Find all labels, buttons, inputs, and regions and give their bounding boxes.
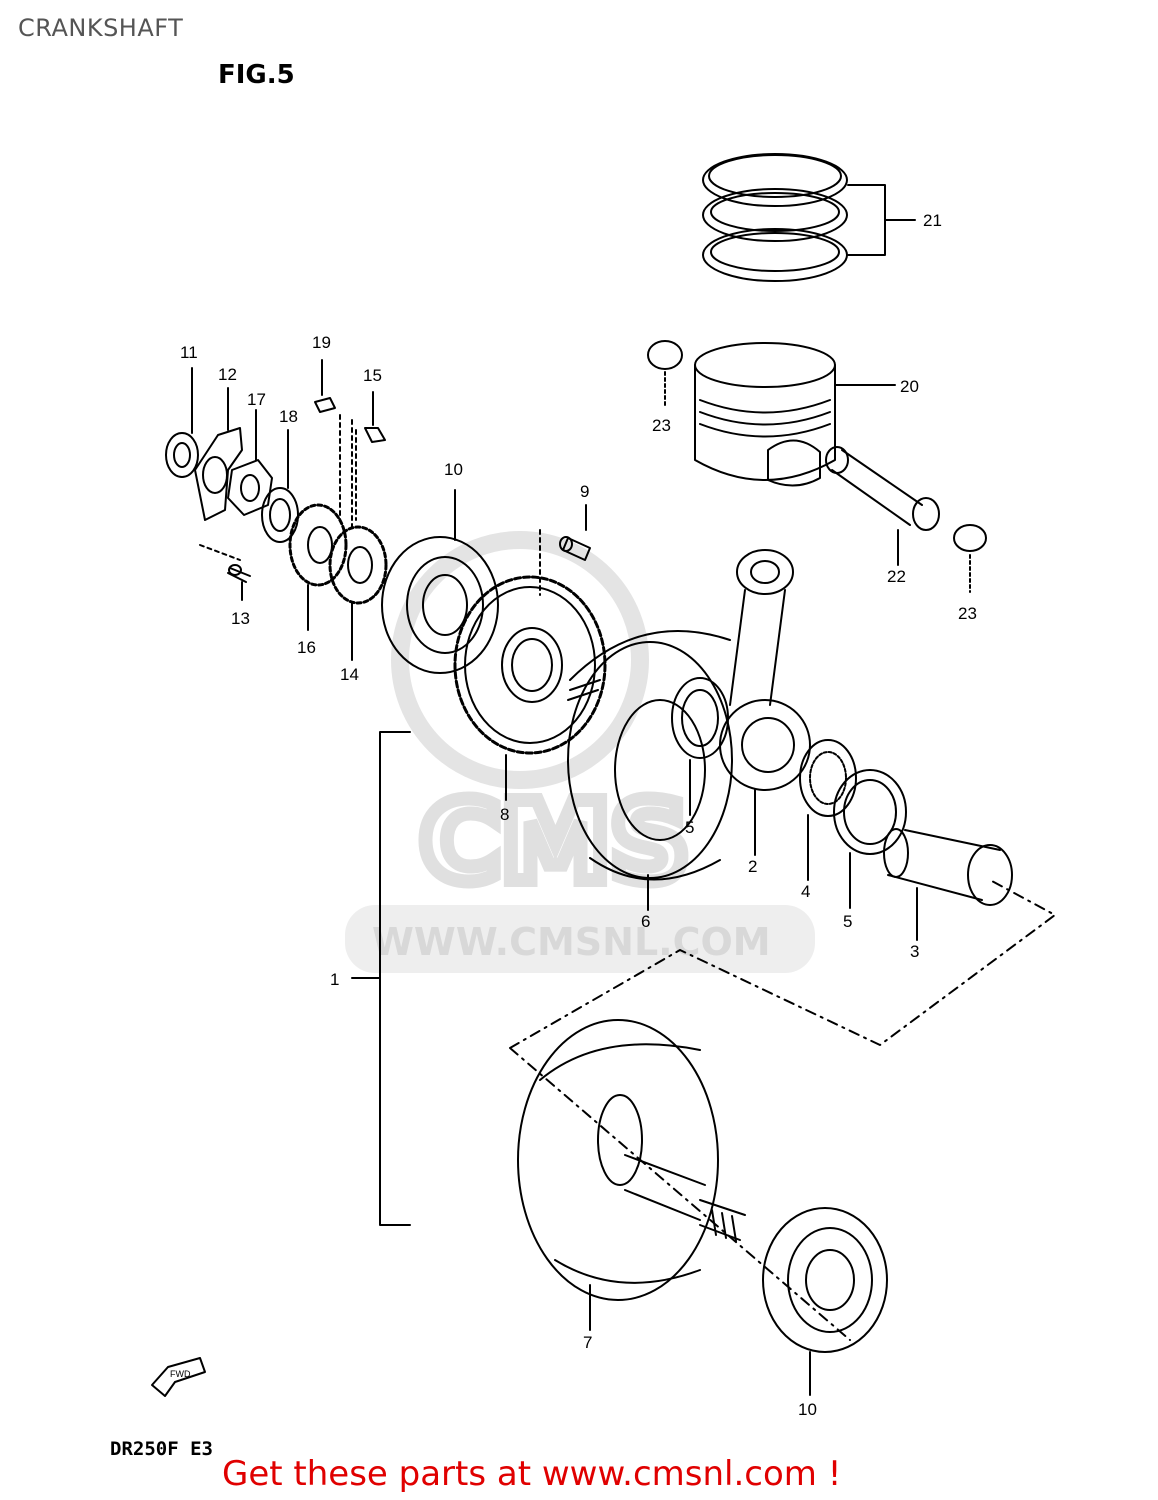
lock-washer bbox=[194, 387, 243, 521]
fwd-label: FWD bbox=[170, 1369, 191, 1379]
crankshaft-left bbox=[517, 1019, 746, 1331]
callout-13: 13 bbox=[231, 609, 250, 628]
callout-4: 4 bbox=[801, 882, 810, 901]
piston-pin bbox=[825, 446, 940, 566]
callout-23-left: 23 bbox=[652, 416, 671, 435]
callout-14: 14 bbox=[340, 665, 359, 684]
callout-21: 21 bbox=[923, 211, 942, 230]
connecting-rod bbox=[719, 549, 811, 856]
assembly-frame-dash bbox=[509, 879, 1056, 1341]
callout-20: 20 bbox=[900, 377, 919, 396]
circlip-left bbox=[647, 340, 683, 406]
callout-10-upper: 10 bbox=[444, 460, 463, 479]
callout-5-right: 5 bbox=[843, 912, 852, 931]
callout-7: 7 bbox=[583, 1333, 592, 1352]
page-title: CRANKSHAFT bbox=[18, 14, 184, 42]
get-parts-link[interactable]: Get these parts at www.cmsnl.com ! bbox=[222, 1454, 842, 1494]
callout-6: 6 bbox=[641, 912, 650, 931]
screw bbox=[199, 544, 251, 601]
crankshaft-right bbox=[567, 630, 733, 911]
thrust-washer-left bbox=[671, 677, 729, 816]
crank-pin bbox=[883, 828, 1013, 941]
watermark-logo: CMS bbox=[420, 778, 689, 906]
gear-14 bbox=[328, 419, 388, 661]
callout-23-right: 23 bbox=[958, 604, 977, 623]
callout-8: 8 bbox=[500, 805, 509, 824]
callout-5-left: 5 bbox=[685, 818, 694, 837]
figure-label: FIG.5 bbox=[218, 60, 295, 90]
callout-11: 11 bbox=[180, 343, 198, 362]
watermark-url: WWW.CMSNL.COM bbox=[372, 920, 771, 964]
gear-16 bbox=[288, 503, 348, 631]
assembly-bracket bbox=[379, 731, 411, 1226]
callout-1: 1 bbox=[330, 970, 339, 989]
watermark: CMS WWW.CMSNL.COM bbox=[345, 531, 815, 973]
callout-15: 15 bbox=[363, 366, 382, 385]
piston-rings bbox=[702, 153, 916, 282]
washer bbox=[261, 429, 299, 543]
primary-gear bbox=[453, 575, 607, 801]
needle-bearing bbox=[799, 739, 857, 881]
woodruff-key-19 bbox=[314, 359, 341, 521]
callout-12: 12 bbox=[218, 365, 237, 384]
callout-10-lower: 10 bbox=[798, 1400, 817, 1419]
callout-9: 9 bbox=[580, 482, 589, 501]
fwd-arrow-icon bbox=[151, 1357, 206, 1397]
model-code: DR250F E3 bbox=[110, 1438, 213, 1460]
dowel-pin bbox=[539, 504, 591, 596]
callout-2: 2 bbox=[748, 857, 757, 876]
callout-18: 18 bbox=[279, 407, 298, 426]
callout-3: 3 bbox=[910, 942, 919, 961]
nut bbox=[227, 409, 273, 516]
main-bearing-lower bbox=[762, 1207, 888, 1396]
callout-22: 22 bbox=[887, 567, 906, 586]
circlip-right bbox=[953, 524, 987, 593]
callout-19: 19 bbox=[312, 333, 331, 352]
woodruff-key-15 bbox=[355, 391, 386, 521]
piston bbox=[694, 342, 896, 487]
callout-17: 17 bbox=[247, 390, 266, 409]
thrust-washer-right bbox=[833, 769, 907, 909]
callout-numbers: 1 2 3 4 5 5 6 7 8 9 10 10 11 12 13 14 15… bbox=[180, 211, 977, 1419]
callout-16: 16 bbox=[297, 638, 316, 657]
main-bearing-upper bbox=[381, 489, 499, 674]
oil-seal bbox=[165, 367, 199, 478]
